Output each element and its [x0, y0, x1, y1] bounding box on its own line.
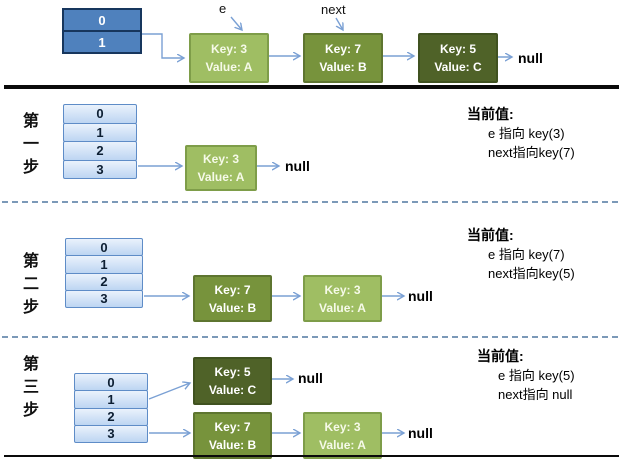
node-key3-initial: Key: 3 Value: A [189, 33, 269, 83]
null-terminator: null [408, 288, 433, 304]
bucket-array-step1: 0 1 2 3 [63, 104, 137, 179]
bucket-cell-2: 2 [63, 141, 137, 161]
bucket-cell-3: 3 [74, 424, 148, 443]
node-key3-step3: Key: 3 Value: A [303, 412, 382, 459]
node-value: Value: C [434, 60, 482, 74]
node-key7-step3: Key: 7 Value: B [193, 412, 272, 459]
bucket-array-step3: 0 1 2 3 [74, 373, 148, 443]
null-terminator: null [285, 158, 310, 174]
node-key7-step2: Key: 7 Value: B [193, 275, 272, 322]
node-key3-step1: Key: 3 Value: A [185, 145, 257, 191]
section-divider-dashed [2, 336, 621, 338]
bucket-cell-2: 2 [65, 272, 143, 291]
node-key: Key: 3 [324, 282, 361, 297]
bucket-cell-0: 0 [65, 238, 143, 257]
status-line-e: e 指向 key(7) [488, 247, 565, 262]
null-terminator: null [298, 370, 323, 386]
node-value: Value: A [319, 437, 366, 452]
status-line-next: next指向key(7) [488, 145, 575, 160]
status-title: 当前值: [467, 106, 514, 122]
status-title: 当前值: [467, 227, 514, 243]
bucket-cell-2: 2 [74, 407, 148, 426]
node-value: Value: B [208, 300, 257, 315]
status-line-e: e 指向 key(5) [498, 368, 575, 383]
node-key: Key: 7 [324, 42, 362, 56]
node-key: Key: 5 [439, 42, 477, 56]
bucket-array-step2: 0 1 2 3 [65, 238, 143, 308]
step3-status: 当前值: e 指向 key(5) next指向 null [477, 346, 575, 404]
status-line-e: e 指向 key(3) [488, 126, 565, 141]
node-value: Value: B [208, 437, 257, 452]
node-value: Value: A [319, 300, 366, 315]
pointer-next-label: next [321, 2, 346, 17]
bucket-cell-1: 1 [74, 390, 148, 409]
node-key: Key: 3 [210, 42, 248, 56]
bucket-cell-0: 0 [64, 10, 140, 32]
bucket-cell-1: 1 [98, 34, 106, 50]
bucket-cell-3: 3 [65, 289, 143, 308]
status-line-next: next指向key(5) [488, 266, 575, 281]
node-key3-step2: Key: 3 Value: A [303, 275, 382, 322]
bucket-cell-0: 0 [74, 373, 148, 392]
bucket-array-initial: 0 1 [62, 8, 142, 54]
node-value: Value: A [197, 170, 245, 184]
null-terminator: null [518, 50, 543, 66]
node-key5-initial: Key: 5 Value: C [418, 33, 498, 83]
section-divider-solid [4, 85, 619, 89]
bucket-cell-0: 0 [63, 104, 137, 124]
step3-label: 第 三 步 [22, 356, 39, 419]
bucket-cell-1: 1 [65, 255, 143, 274]
step1-status: 当前值: e 指向 key(3) next指向key(7) [467, 104, 575, 162]
bucket-cell-1: 1 [63, 122, 137, 142]
node-key5-step3: Key: 5 Value: C [193, 357, 272, 405]
status-line-next: next指向 null [498, 387, 573, 402]
step2-status: 当前值: e 指向 key(7) next指向key(5) [467, 225, 575, 283]
step1-label: 第 一 步 [22, 113, 39, 176]
node-key: Key: 7 [214, 282, 251, 297]
null-terminator: null [408, 425, 433, 441]
status-title: 当前值: [477, 348, 524, 364]
bottom-border-line [4, 455, 619, 457]
node-value: Value: A [205, 60, 253, 74]
pointer-e-label: e [219, 1, 227, 16]
node-key7-initial: Key: 7 Value: B [303, 33, 383, 83]
node-key: Key: 3 [202, 152, 240, 166]
step2-label: 第 二 步 [22, 253, 39, 316]
node-key: Key: 7 [214, 419, 251, 434]
node-key: Key: 5 [214, 365, 251, 379]
node-key: Key: 3 [324, 419, 361, 434]
bucket-cell-3: 3 [63, 159, 137, 179]
node-value: Value: C [208, 383, 257, 397]
node-value: Value: B [319, 60, 367, 74]
section-divider-dashed [2, 201, 621, 203]
